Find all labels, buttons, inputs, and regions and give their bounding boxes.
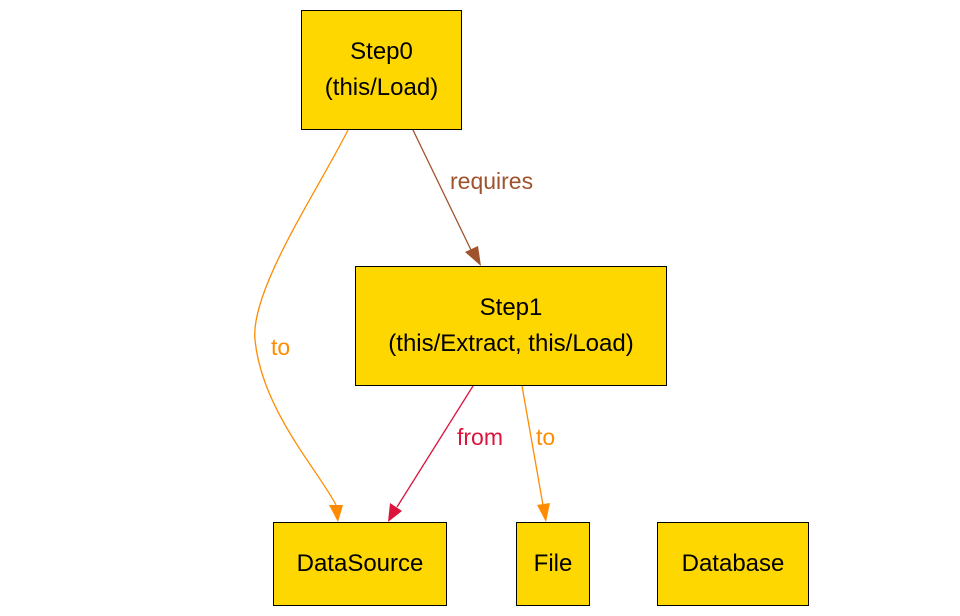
edge-label-requires: requires	[450, 168, 534, 194]
edge-step1-to-datasource-arrowhead	[388, 503, 402, 522]
node-step1: Step1 (this/Extract, this/Load)	[355, 266, 667, 386]
node-step1-name: Step1	[479, 294, 543, 321]
node-step1-detail: (this/Extract, this/Load)	[388, 330, 634, 357]
node-datasource-name: DataSource	[296, 550, 424, 577]
node-database-name: Database	[681, 550, 785, 577]
edge-step0-to-datasource	[254, 129, 349, 506]
node-file-name: File	[533, 550, 573, 577]
edge-label-to-datasource: to	[271, 334, 291, 360]
node-step0-detail: (this/Load)	[324, 74, 439, 101]
node-database: Database	[657, 522, 809, 606]
edge-step1-to-file	[521, 385, 544, 506]
edge-step0-to-step1-arrowhead	[465, 246, 481, 266]
node-file: File	[516, 522, 590, 606]
edge-step0-to-step1	[412, 129, 472, 251]
edge-step1-to-file-arrowhead	[537, 503, 550, 522]
edge-label-from: from	[457, 424, 503, 450]
edge-step0-to-datasource-arrowhead	[329, 505, 343, 522]
node-step0: Step0 (this/Load)	[301, 10, 462, 130]
edge-label-to-file: to	[536, 424, 556, 450]
node-step0-name: Step0	[350, 38, 413, 65]
edge-step1-to-datasource	[396, 385, 474, 508]
node-datasource: DataSource	[273, 522, 447, 606]
